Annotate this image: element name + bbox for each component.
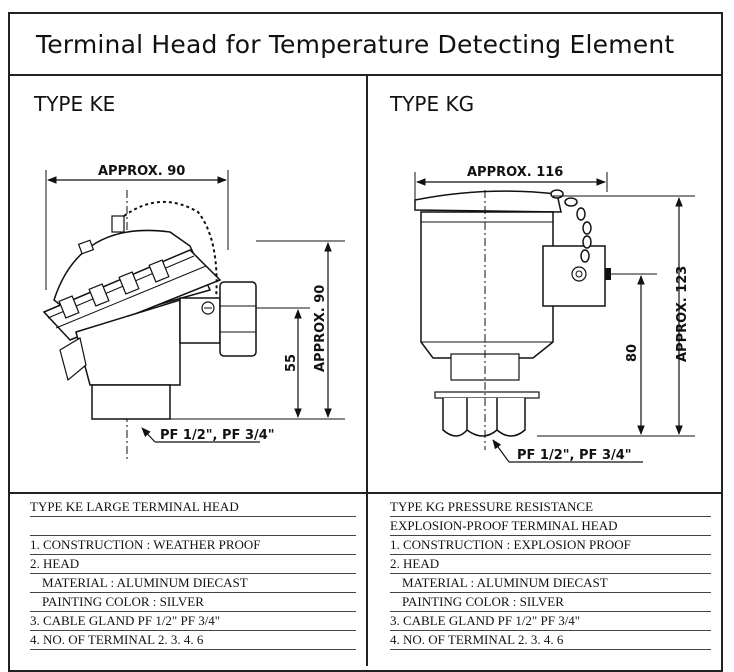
ke-spec-row: 3. CABLE GLAND PF 1/2" PF 3/4": [30, 612, 356, 631]
kg-spec-row: TYPE KG PRESSURE RESISTANCE: [390, 498, 711, 517]
kg-spec-row: 3. CABLE GLAND PF 1/2" PF 3/4": [390, 612, 711, 631]
ke-spec-row: 4. NO. OF TERMINAL 2. 3. 4. 6: [30, 631, 356, 650]
spec-divider: [8, 492, 723, 494]
kg-spec-row: 1. CONSTRUCTION : EXPLOSION PROOF: [390, 536, 711, 555]
ke-spec-row: 2. HEAD: [30, 555, 356, 574]
ke-spec-row: 1. CONSTRUCTION : WEATHER PROOF: [30, 536, 356, 555]
type-kg-drawing: APPROX. 116 APPROX. 123 80 PF 1/2", PF 3…: [414, 165, 695, 463]
type-kg-label: TYPE KG: [390, 92, 475, 116]
kg-spec-row: EXPLOSION-PROOF TERMINAL HEAD: [390, 517, 711, 536]
type-ke-drawing: APPROX. 90 APPROX. 90 55 PF 1/2", PF 3/4…: [42, 164, 345, 460]
ke-height-dim: APPROX. 90: [313, 285, 328, 372]
kg-spec-row: 4. NO. OF TERMINAL 2. 3. 4. 6: [390, 631, 711, 650]
kg-inner-dim: 80: [625, 344, 640, 362]
column-divider: [366, 76, 368, 666]
type-ke-label: TYPE KE: [34, 92, 116, 116]
kg-spec-row: MATERIAL : ALUMINUM DIECAST: [390, 574, 711, 593]
kg-width-dim: APPROX. 116: [467, 165, 563, 180]
kg-height-dim: APPROX. 123: [675, 266, 690, 362]
ke-spec-row: TYPE KE LARGE TERMINAL HEAD: [30, 498, 356, 517]
ke-width-dim: APPROX. 90: [98, 164, 185, 179]
ke-inner-dim: 55: [284, 354, 299, 372]
ke-spec-row: [30, 517, 356, 536]
title-bar: Terminal Head for Temperature Detecting …: [8, 12, 723, 76]
kg-spec-row: 2. HEAD: [390, 555, 711, 574]
kg-thread-label: PF 1/2", PF 3/4": [517, 448, 632, 463]
sheet-title: Terminal Head for Temperature Detecting …: [36, 30, 675, 59]
ke-thread-label: PF 1/2", PF 3/4": [160, 428, 275, 443]
ke-spec-row: PAINTING COLOR : SILVER: [30, 593, 356, 612]
ke-spec-row: MATERIAL : ALUMINUM DIECAST: [30, 574, 356, 593]
kg-spec-row: PAINTING COLOR : SILVER: [390, 593, 711, 612]
